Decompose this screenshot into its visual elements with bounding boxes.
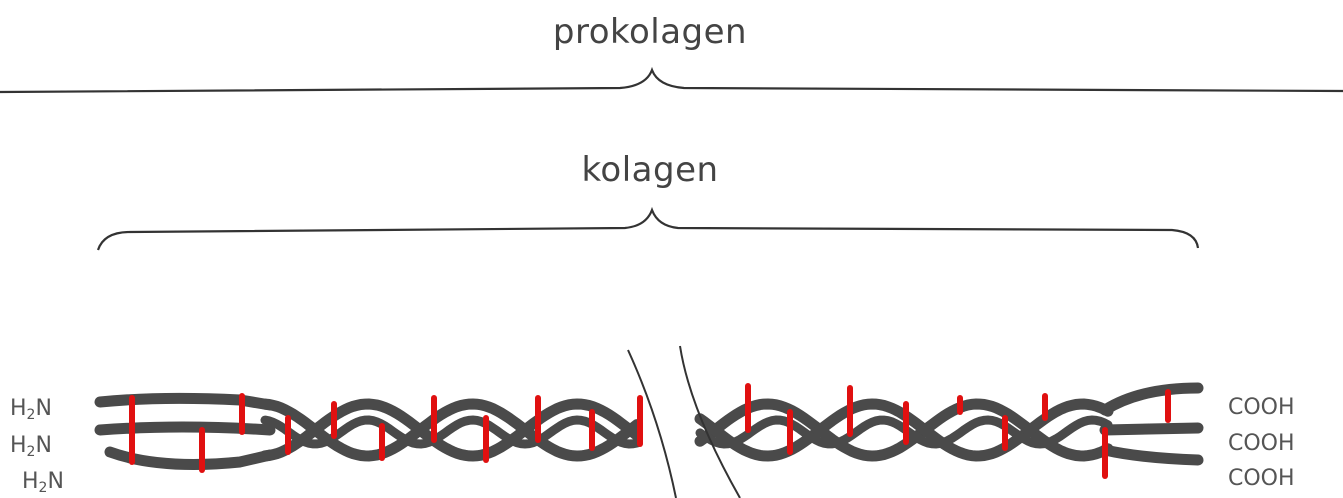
c-terminus-label-2: COOH	[1228, 433, 1295, 455]
c-terminus-label-3: COOH	[1228, 468, 1295, 490]
procollagen-brace	[0, 70, 1343, 92]
n-terminus-label-3: H2N	[22, 471, 64, 495]
collagen-brace	[98, 210, 1198, 250]
n-terminus-label-2: H2N	[10, 435, 52, 459]
strand-right-top	[1105, 388, 1198, 410]
c-terminus-label-1: COOH	[1228, 397, 1295, 419]
strand-right-bottom	[1105, 450, 1198, 460]
strand-right-mid	[1105, 428, 1198, 430]
n-terminus-label-1: H2N	[10, 398, 52, 422]
